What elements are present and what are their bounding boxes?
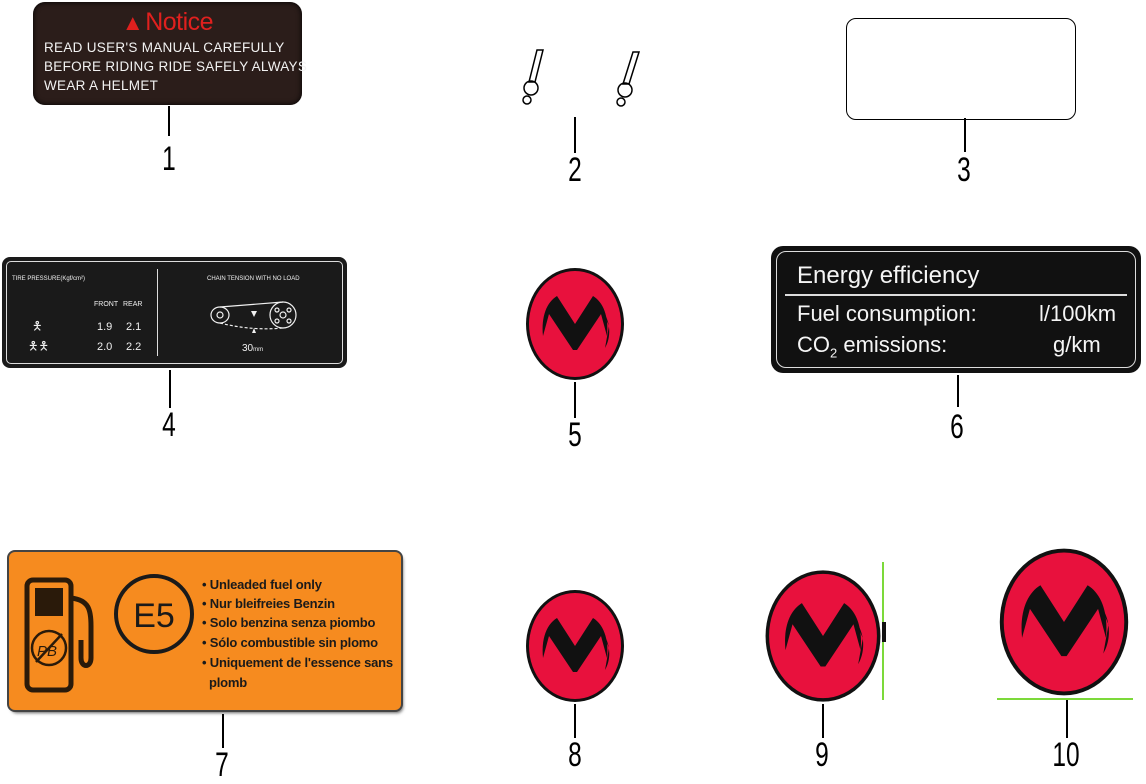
front-pressure-solo: 1.9 [97, 321, 113, 333]
pump-mark-text: PB [37, 643, 57, 660]
co2-emissions-label: CO2 emissions: [797, 332, 948, 361]
leader-line-10 [1066, 700, 1068, 738]
energy-label-separator [785, 294, 1127, 296]
leader-line-5 [574, 382, 576, 418]
front-column-header: FRONT [94, 301, 119, 308]
single-rider-icon: 🯅 [32, 319, 43, 333]
two-riders-icon: 🯅🯅 [28, 339, 50, 353]
leader-line-1 [168, 106, 170, 136]
energy-label-border [776, 251, 1136, 368]
fuel-bullet-5: • Uniquement de l'essence sans [202, 655, 393, 670]
tire-label-divider [157, 269, 158, 356]
leader-line-8 [574, 704, 576, 738]
fuel-bullet-4: • Sólo combustible sin plomo [202, 635, 378, 650]
notice-line-1: READ USER'S MANUAL CAREFULLY [44, 40, 285, 55]
callout-5: 5 [568, 416, 582, 454]
callout-3: 3 [957, 151, 971, 189]
pin-icon-left [522, 49, 544, 105]
pin-parts [522, 49, 641, 107]
front-pressure-pillion: 2.0 [97, 341, 113, 353]
chain-diagram-icon [210, 301, 297, 333]
leader-line-6 [957, 375, 959, 407]
notice-line-2: BEFORE RIDING RIDE SAFELY ALWAYS [44, 59, 308, 74]
callout-7: 7 [215, 746, 229, 784]
e5-badge-text: E5 [133, 597, 175, 635]
leader-line-7 [222, 714, 224, 748]
alignment-guide-horizontal [997, 698, 1133, 700]
callout-1: 1 [162, 140, 176, 178]
leader-line-2 [574, 117, 576, 153]
chain-slack-value: 30mm [242, 343, 264, 354]
callout-4: 4 [162, 406, 176, 444]
callout-2: 2 [568, 151, 582, 189]
tire-pressure-heading: TIRE PRESSURE(Kgf/cm²) [12, 276, 86, 282]
fuel-bullet-1: • Unleaded fuel only [202, 577, 322, 592]
fuel-consumption-unit: l/100km [1039, 301, 1117, 326]
fuel-pump-icon: PB [24, 577, 94, 693]
callout-9: 9 [815, 736, 829, 774]
chain-tension-heading: CHAIN TENSION WITH NO LOAD [207, 276, 300, 282]
notice-title: ▲Notice [121, 8, 214, 36]
notice-sticker: ▲Notice READ USER'S MANUAL CAREFULLY BEF… [33, 2, 307, 105]
fuel-bullet-2: • Nur bleifreies Benzin [202, 596, 335, 611]
callout-6: 6 [950, 408, 964, 446]
notice-line-3: WEAR A HELMET [44, 78, 159, 93]
leader-line-3 [964, 118, 966, 152]
callout-8: 8 [568, 736, 582, 774]
energy-efficiency-label: Energy efficiency Fuel consumption: l/10… [771, 246, 1141, 373]
brand-m-logo-icon [761, 568, 885, 704]
tire-pressure-label: TIRE PRESSURE(Kgf/cm²) CHAIN TENSION WIT… [2, 257, 347, 368]
brand-m-logo-icon [996, 546, 1132, 698]
e5-badge-icon: E5 [114, 574, 194, 654]
co2-emissions-unit: g/km [1053, 332, 1101, 357]
rear-pressure-solo: 2.1 [126, 321, 142, 333]
logo-edge-mark [882, 622, 886, 642]
rear-pressure-pillion: 2.2 [126, 341, 142, 353]
fuel-consumption-label: Fuel consumption: [797, 301, 977, 326]
fuel-bullet-3: • Solo benzina senza piombo [202, 615, 376, 630]
brand-m-logo-icon [524, 588, 626, 704]
rear-column-header: REAR [123, 301, 143, 308]
callout-10: 10 [1052, 736, 1080, 774]
fuel-bullet-5-cont: plomb [209, 675, 247, 690]
brand-m-logo-icon [524, 266, 626, 382]
warning-triangle-icon: ▲ [121, 10, 144, 35]
leader-line-9 [822, 704, 824, 738]
fuel-type-label: PB E5 • Unleaded fuel only • Nur bleifre… [9, 552, 401, 710]
blank-label [846, 18, 1076, 120]
leader-line-4 [169, 370, 171, 408]
pin-icon-right [616, 51, 641, 107]
energy-title: Energy efficiency [797, 262, 980, 289]
tire-label-border [6, 261, 343, 364]
